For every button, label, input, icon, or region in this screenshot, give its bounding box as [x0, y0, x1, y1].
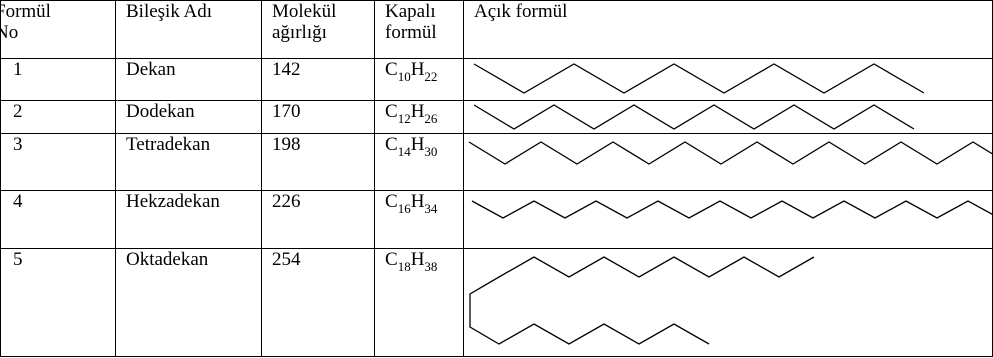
closed-formula: C12H26 [374, 100, 464, 134]
row-number: 2 [0, 100, 116, 134]
row-number: 1 [0, 58, 116, 101]
compound-name: Dekan [115, 58, 262, 101]
skeletal-formula-cell [463, 58, 993, 101]
skeletal-formula-cell [463, 133, 993, 191]
skeletal-formula-cell [463, 190, 993, 249]
compound-name: Dodekan [115, 100, 262, 134]
table-row: 2 Dodekan 170 C12H26 [0, 100, 993, 134]
table-row: 4 Hekzadekan 226 C16H34 [0, 190, 993, 249]
skeletal-formula-dekan [473, 63, 925, 94]
table-row: 5 Oktadekan 254 C18H38 [0, 248, 993, 357]
molecular-weight: 226 [261, 190, 375, 249]
molecular-weight: 142 [261, 58, 375, 101]
header-open-formula: Açık formül [463, 0, 993, 59]
table-row: 1 Dekan 142 C10H22 [0, 58, 993, 101]
row-number: 5 [0, 248, 116, 357]
closed-formula: C16H34 [374, 190, 464, 249]
closed-formula: C10H22 [374, 58, 464, 101]
skeletal-formula-oktadekan [469, 256, 815, 345]
table-row: 3 Tetradekan 198 C14H30 [0, 133, 993, 191]
header-row: Formül No Bileşik Adı Molekül ağırlığı K… [0, 0, 993, 59]
closed-formula: C14H30 [374, 133, 464, 191]
skeletal-formula-cell [463, 100, 993, 134]
header-compound-name: Bileşik Adı [115, 0, 262, 59]
skeletal-formula-dodekan [473, 104, 915, 130]
compound-name: Oktadekan [115, 248, 262, 357]
closed-formula: C18H38 [374, 248, 464, 357]
molecular-weight: 198 [261, 133, 375, 191]
header-formula-no: Formül No [0, 0, 116, 59]
compound-name: Hekzadekan [115, 190, 262, 249]
compound-name: Tetradekan [115, 133, 262, 191]
skeletal-formula-tetradekan [468, 141, 992, 165]
row-number: 4 [0, 190, 116, 249]
molecular-weight: 170 [261, 100, 375, 134]
skeletal-formula-cell [463, 248, 993, 357]
row-number: 3 [0, 133, 116, 191]
skeletal-formula-hekzadekan [471, 200, 992, 219]
header-closed-formula: Kapalı formül [374, 0, 464, 59]
header-molecular-weight: Molekül ağırlığı [261, 0, 375, 59]
molecular-weight: 254 [261, 248, 375, 357]
